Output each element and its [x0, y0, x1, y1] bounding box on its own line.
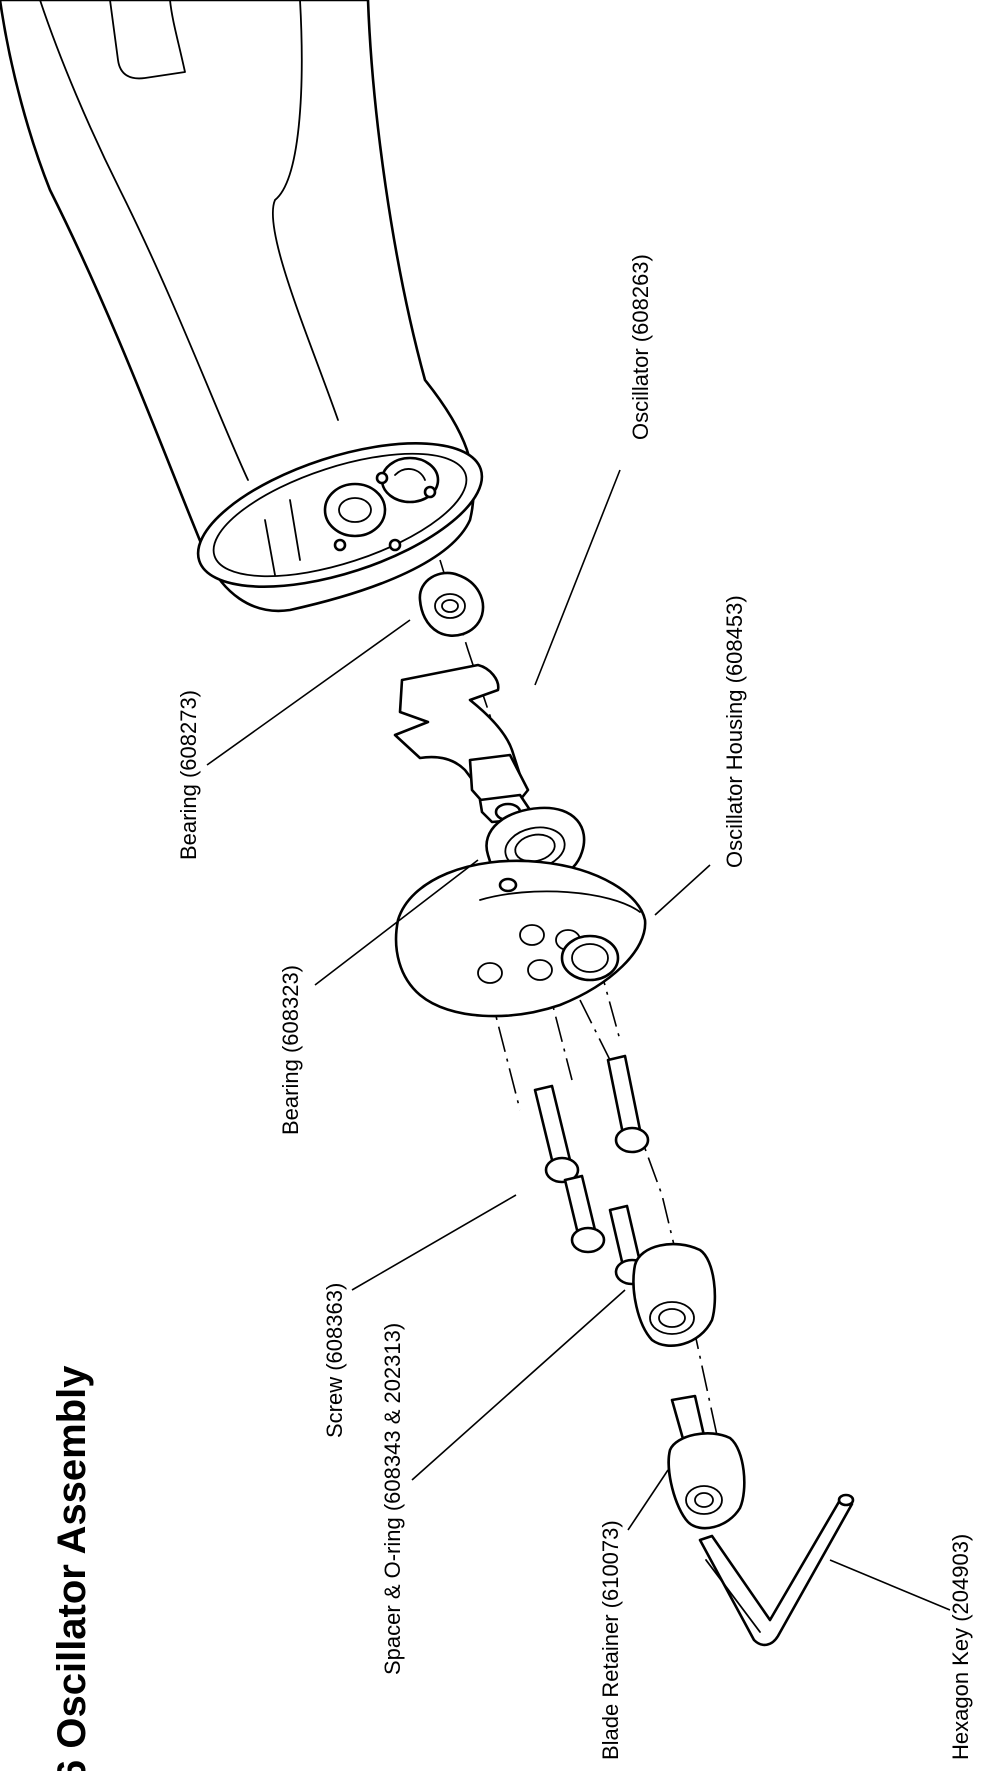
screws-part	[533, 1054, 650, 1286]
label-bearing-608323: Bearing (608323)	[278, 965, 303, 1135]
label-screw: Screw (608363)	[322, 1283, 347, 1438]
oscillator-part	[393, 663, 532, 824]
oscillator-housing-part	[394, 859, 647, 1018]
leader-blade-retainer	[627, 1469, 669, 1531]
leader-bearing-608323	[314, 859, 479, 986]
label-bearing-608273: Bearing (608273)	[176, 690, 201, 860]
label-oscillator: Oscillator (608263)	[628, 254, 653, 440]
label-blade-retainer: Blade Retainer (610073)	[598, 1520, 623, 1760]
label-oscillator-housing: Oscillator Housing (608453)	[722, 595, 747, 868]
label-spacer-oring: Spacer & O-ring (608343 & 202313)	[380, 1323, 405, 1675]
leader-oscillator	[534, 469, 621, 686]
spacer-part	[632, 1242, 717, 1348]
blade-retainer-part	[667, 1394, 746, 1530]
leader-oscillator-housing	[654, 864, 711, 916]
leader-bearing-608273	[206, 619, 411, 766]
hexagon-key-part	[698, 1493, 855, 1647]
leader-screw	[351, 1194, 517, 1291]
bearing-608273-part	[418, 571, 485, 637]
tool-handle	[0, 0, 484, 613]
leader-hexagon-key	[829, 1559, 951, 1611]
label-hexagon-key: Hexagon Key (204903)	[948, 1534, 973, 1760]
leader-spacer-oring	[411, 1289, 626, 1481]
page-title: 6 Oscillator Assembly	[50, 1365, 94, 1771]
